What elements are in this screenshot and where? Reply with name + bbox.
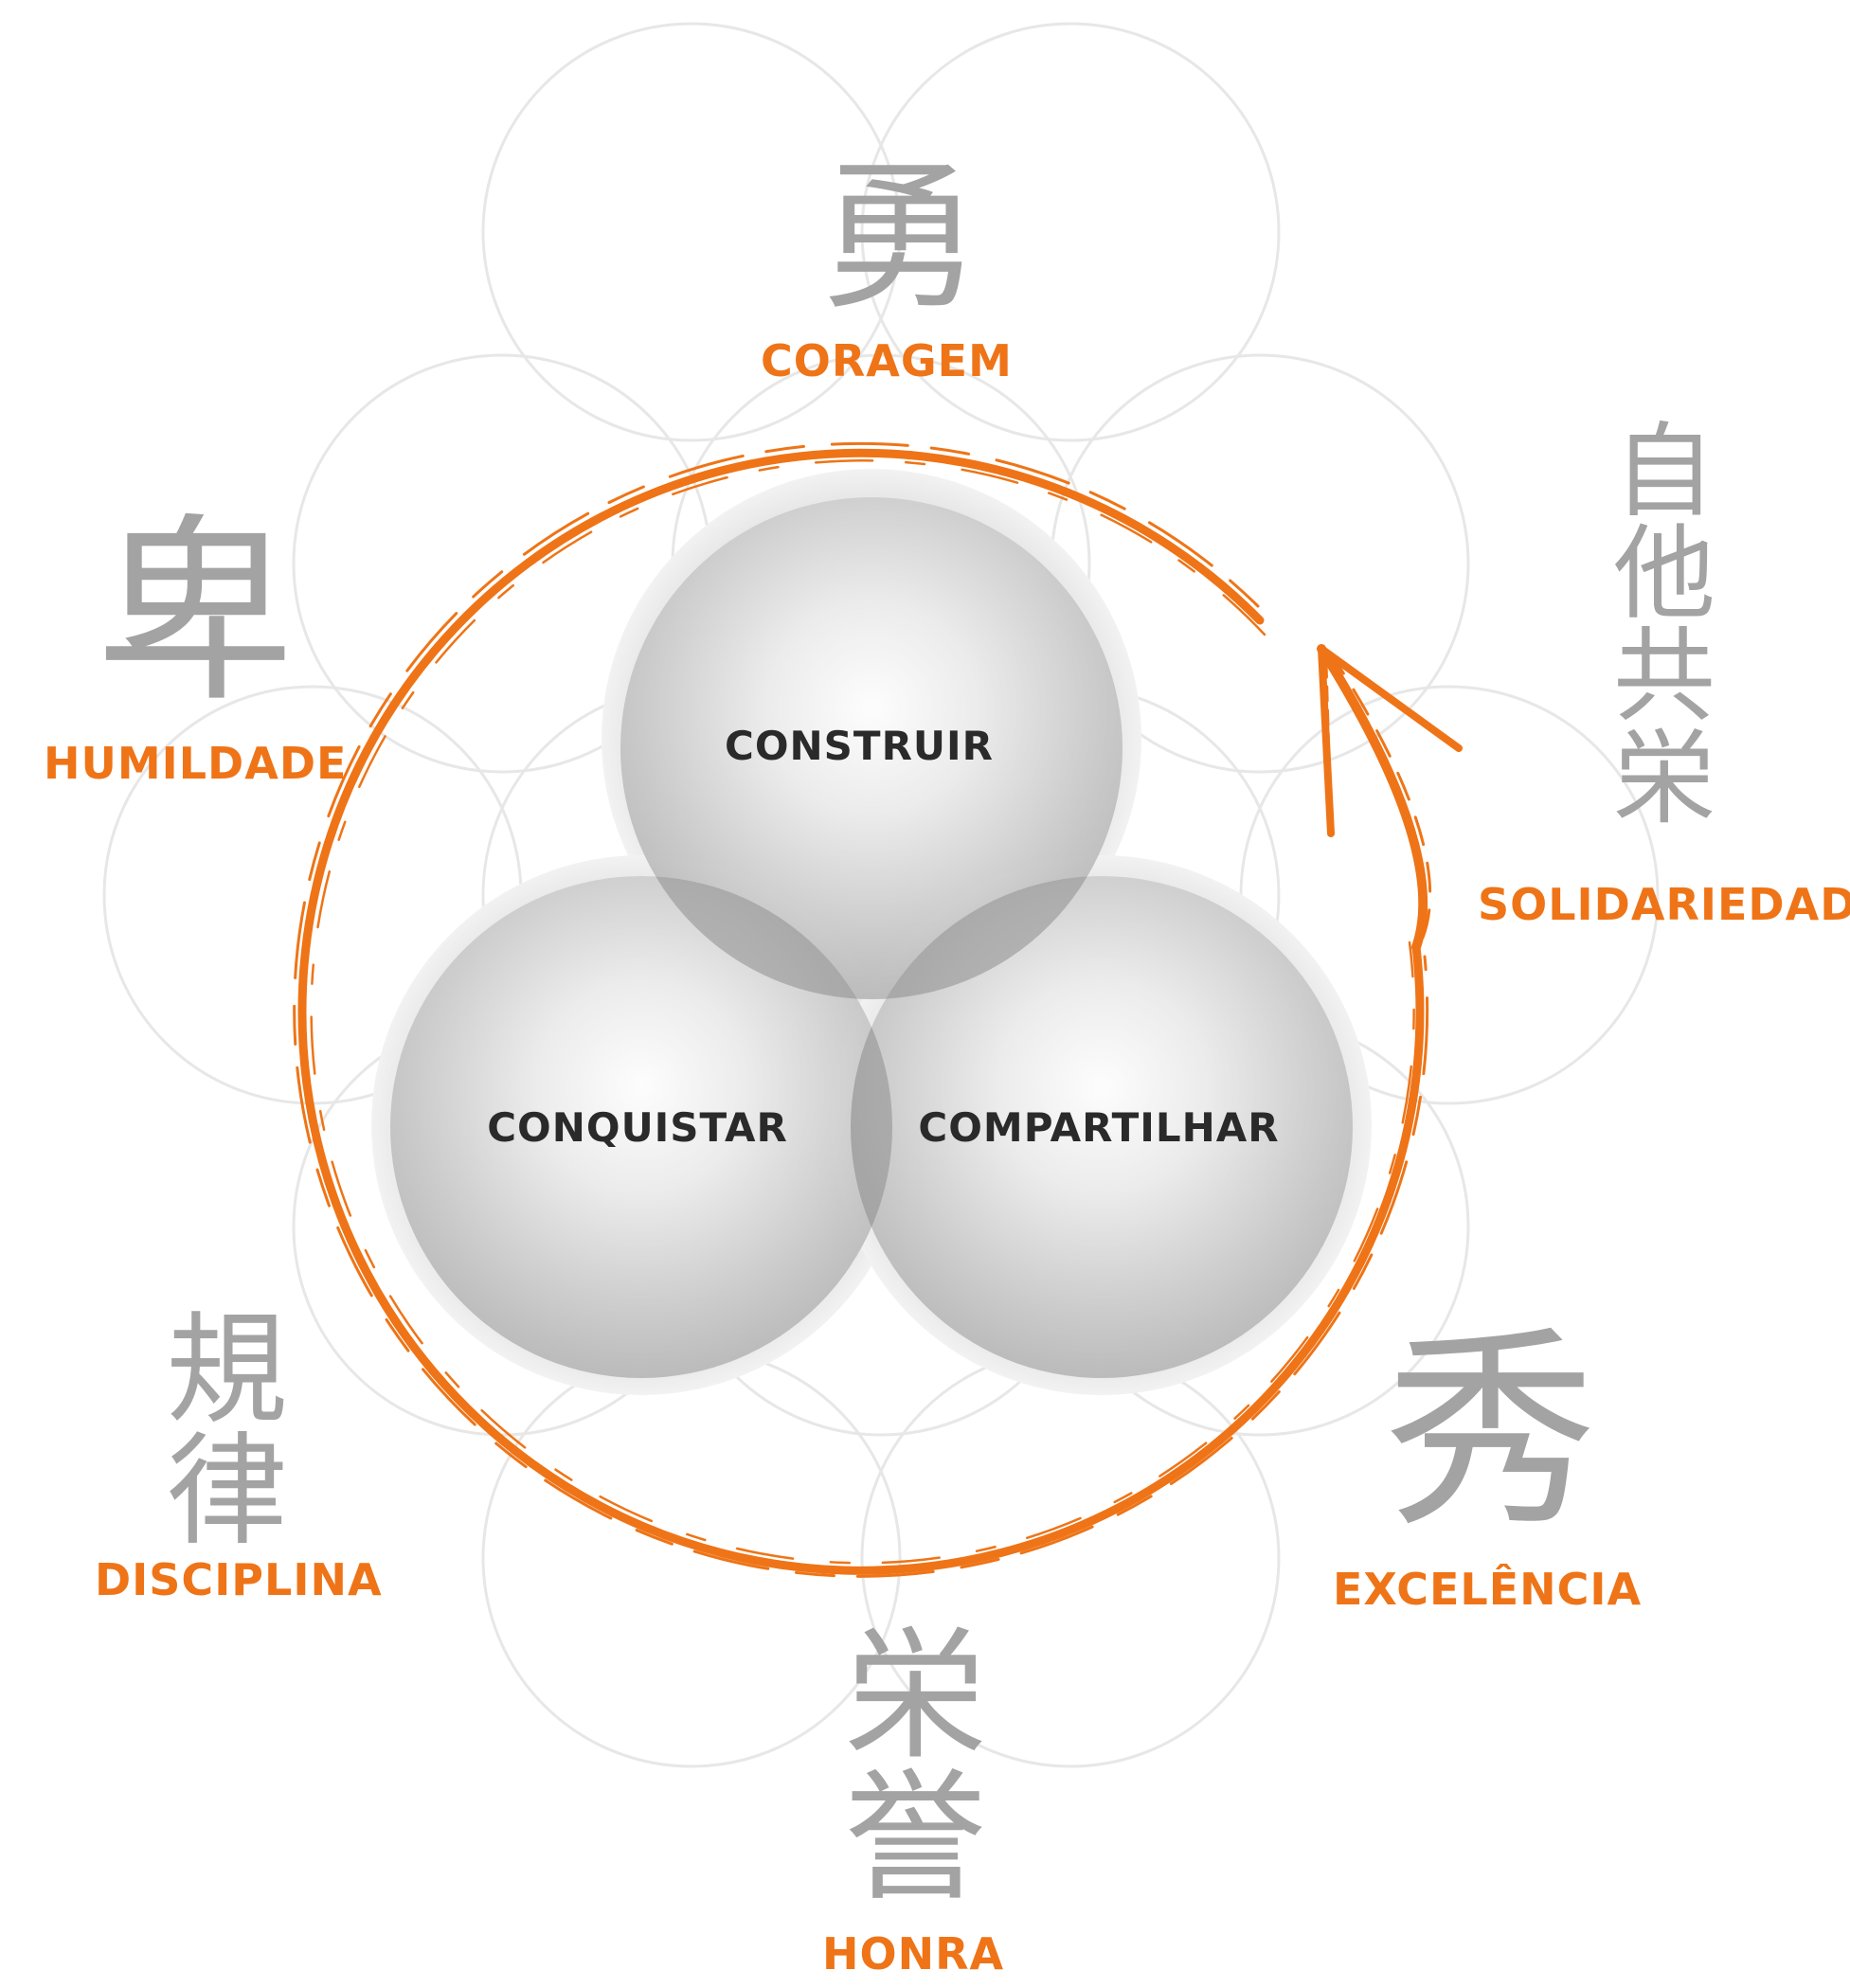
sphere-conquistar — [390, 876, 892, 1378]
label-discipline: DISCIPLINA — [95, 1554, 383, 1605]
spheres-group — [371, 469, 1372, 1395]
sphere-label-construir: CONSTRUIR — [725, 723, 994, 769]
cycle-arrow — [293, 441, 1463, 1578]
kanji-solidarity: 自他共栄 — [1596, 417, 1715, 826]
sphere-label-compartilhar: COMPARTILHAR — [918, 1104, 1280, 1151]
label-solidarity: SOLIDARIEDADE — [1478, 879, 1850, 930]
sphere-construir — [620, 497, 1123, 999]
label-courage: CORAGEM — [761, 335, 1013, 386]
label-honor: HONRA — [822, 1928, 1005, 1979]
kanji-honor: 栄誉 — [820, 1620, 985, 1904]
kanji-humility: 卑 — [62, 507, 294, 706]
label-excellence: EXCELÊNCIA — [1333, 1564, 1643, 1615]
label-humility: HUMILDADE — [44, 738, 348, 789]
sphere-compartilhar — [851, 876, 1353, 1378]
sphere-label-conquistar: CONQUISTAR — [487, 1104, 788, 1151]
kanji-excellence: 秀 — [1347, 1318, 1595, 1531]
kanji-discipline: 規律 — [145, 1305, 286, 1548]
kanji-courage: 勇 — [792, 152, 979, 313]
